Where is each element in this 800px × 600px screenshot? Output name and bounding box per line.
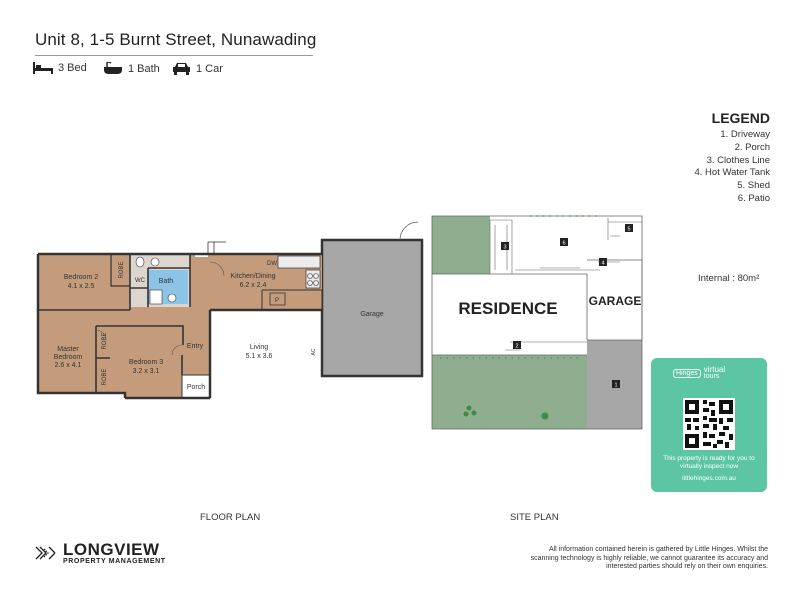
garage-area bbox=[322, 240, 422, 376]
site-plan-label: SITE PLAN bbox=[510, 512, 559, 523]
ac-label: AC bbox=[311, 348, 317, 355]
virtual-tours-wordmark: virtual tours bbox=[703, 365, 726, 381]
residence-label: RESIDENCE bbox=[458, 299, 557, 318]
bath-icon bbox=[104, 62, 122, 74]
porch-label: Porch bbox=[187, 384, 205, 391]
feature-beds: 3 Bed bbox=[33, 62, 87, 74]
legend-item: 4. Hot Water Tank bbox=[694, 167, 770, 179]
garage-label: Garage bbox=[360, 311, 383, 318]
marker-3-label: 3 bbox=[503, 245, 506, 251]
longview-mark-icon bbox=[35, 546, 56, 560]
disclaimer: All information contained herein is gath… bbox=[530, 546, 768, 571]
robe-label: ROBE bbox=[119, 261, 125, 278]
legend-item: 2. Porch bbox=[734, 141, 770, 153]
living-size: 5.1 x 3.6 bbox=[246, 353, 273, 360]
garage-site-label: GARAGE bbox=[589, 294, 642, 308]
front-lawn bbox=[432, 216, 490, 274]
company-name: LONGVIEW bbox=[63, 540, 160, 559]
marker-5 bbox=[625, 224, 633, 232]
page-title: Unit 8, 1-5 Burnt Street, Nunawading bbox=[35, 30, 317, 49]
rear-lawn bbox=[432, 355, 587, 429]
bath-label: Bath bbox=[159, 278, 174, 285]
legend-item: 1. Driveway bbox=[720, 129, 770, 140]
virtual-tour-text: This property is ready for you to virtua… bbox=[663, 455, 755, 470]
badge-line2: tours bbox=[703, 373, 720, 380]
feature-beds-label: 3 Bed bbox=[58, 62, 87, 74]
legend-list: 1. Driveway 2. Porch 3. Clothes Line 4. … bbox=[610, 129, 770, 206]
marker-1 bbox=[612, 380, 620, 388]
kitchen-name: Kitchen/Dining bbox=[230, 273, 275, 280]
marker-2 bbox=[513, 341, 521, 349]
legend-title: LEGEND bbox=[711, 110, 770, 126]
feature-baths: 1 Bath bbox=[103, 62, 160, 75]
marker-4-label: 4 bbox=[601, 261, 604, 267]
feature-cars-label: 1 Car bbox=[196, 62, 223, 75]
master-name2: Bedroom bbox=[54, 354, 83, 361]
marker-6-label: 6 bbox=[562, 241, 565, 247]
feature-cars: 1 Car bbox=[172, 62, 223, 75]
robe-label: ROBE bbox=[102, 368, 108, 385]
feature-baths-label: 1 Bath bbox=[128, 62, 160, 75]
qr-code-icon[interactable] bbox=[683, 398, 735, 450]
bedroom3-size: 3.2 x 3.1 bbox=[133, 368, 160, 375]
marker-1-label: 1 bbox=[614, 383, 617, 389]
marker-3 bbox=[501, 242, 509, 250]
legend-item: 6. Patio bbox=[737, 192, 770, 204]
title-divider bbox=[35, 55, 313, 56]
virtual-tour-url[interactable]: littlehinges.com.au bbox=[682, 475, 736, 482]
bedroom2-size: 4.1 x 2.5 bbox=[68, 283, 95, 290]
internal-area: Internal : 80m² bbox=[698, 273, 760, 284]
marker-6 bbox=[560, 238, 568, 246]
entry-label: Entry bbox=[187, 343, 204, 350]
bed-icon bbox=[33, 62, 53, 74]
dishwasher-label: DW bbox=[267, 261, 277, 267]
virtual-tour-logo: Hinges virtual tours bbox=[673, 366, 725, 380]
company-logo: LONGVIEW PROPERTY MANAGEMENT bbox=[35, 541, 166, 565]
floor-plan-label: FLOOR PLAN bbox=[200, 512, 261, 523]
brand-badge: Hinges bbox=[673, 368, 701, 378]
car-icon bbox=[173, 63, 190, 75]
kitchen-size: 6.2 x 2.4 bbox=[240, 282, 267, 289]
virtual-tour-card[interactable]: Hinges virtual tours This property is re… bbox=[651, 358, 767, 492]
master-size: 2.6 x 4.1 bbox=[55, 362, 82, 369]
legend-item: 3. Clothes Line bbox=[706, 154, 770, 166]
marker-4 bbox=[599, 258, 607, 266]
bedroom3-name: Bedroom 3 bbox=[129, 359, 163, 366]
master-name1: Master bbox=[57, 346, 79, 353]
living-name: Living bbox=[250, 344, 268, 351]
robe-label: ROBE bbox=[102, 332, 108, 349]
marker-5-label: 5 bbox=[627, 227, 630, 233]
legend-item: 5. Shed bbox=[737, 180, 770, 192]
wc-label: WC bbox=[135, 278, 146, 284]
marker-2-label: 2 bbox=[515, 344, 518, 350]
pantry-label: P bbox=[275, 298, 279, 304]
company-subtitle: PROPERTY MANAGEMENT bbox=[63, 558, 166, 565]
badge-line1: virtual bbox=[703, 365, 726, 374]
bedroom2-name: Bedroom 2 bbox=[64, 274, 98, 281]
